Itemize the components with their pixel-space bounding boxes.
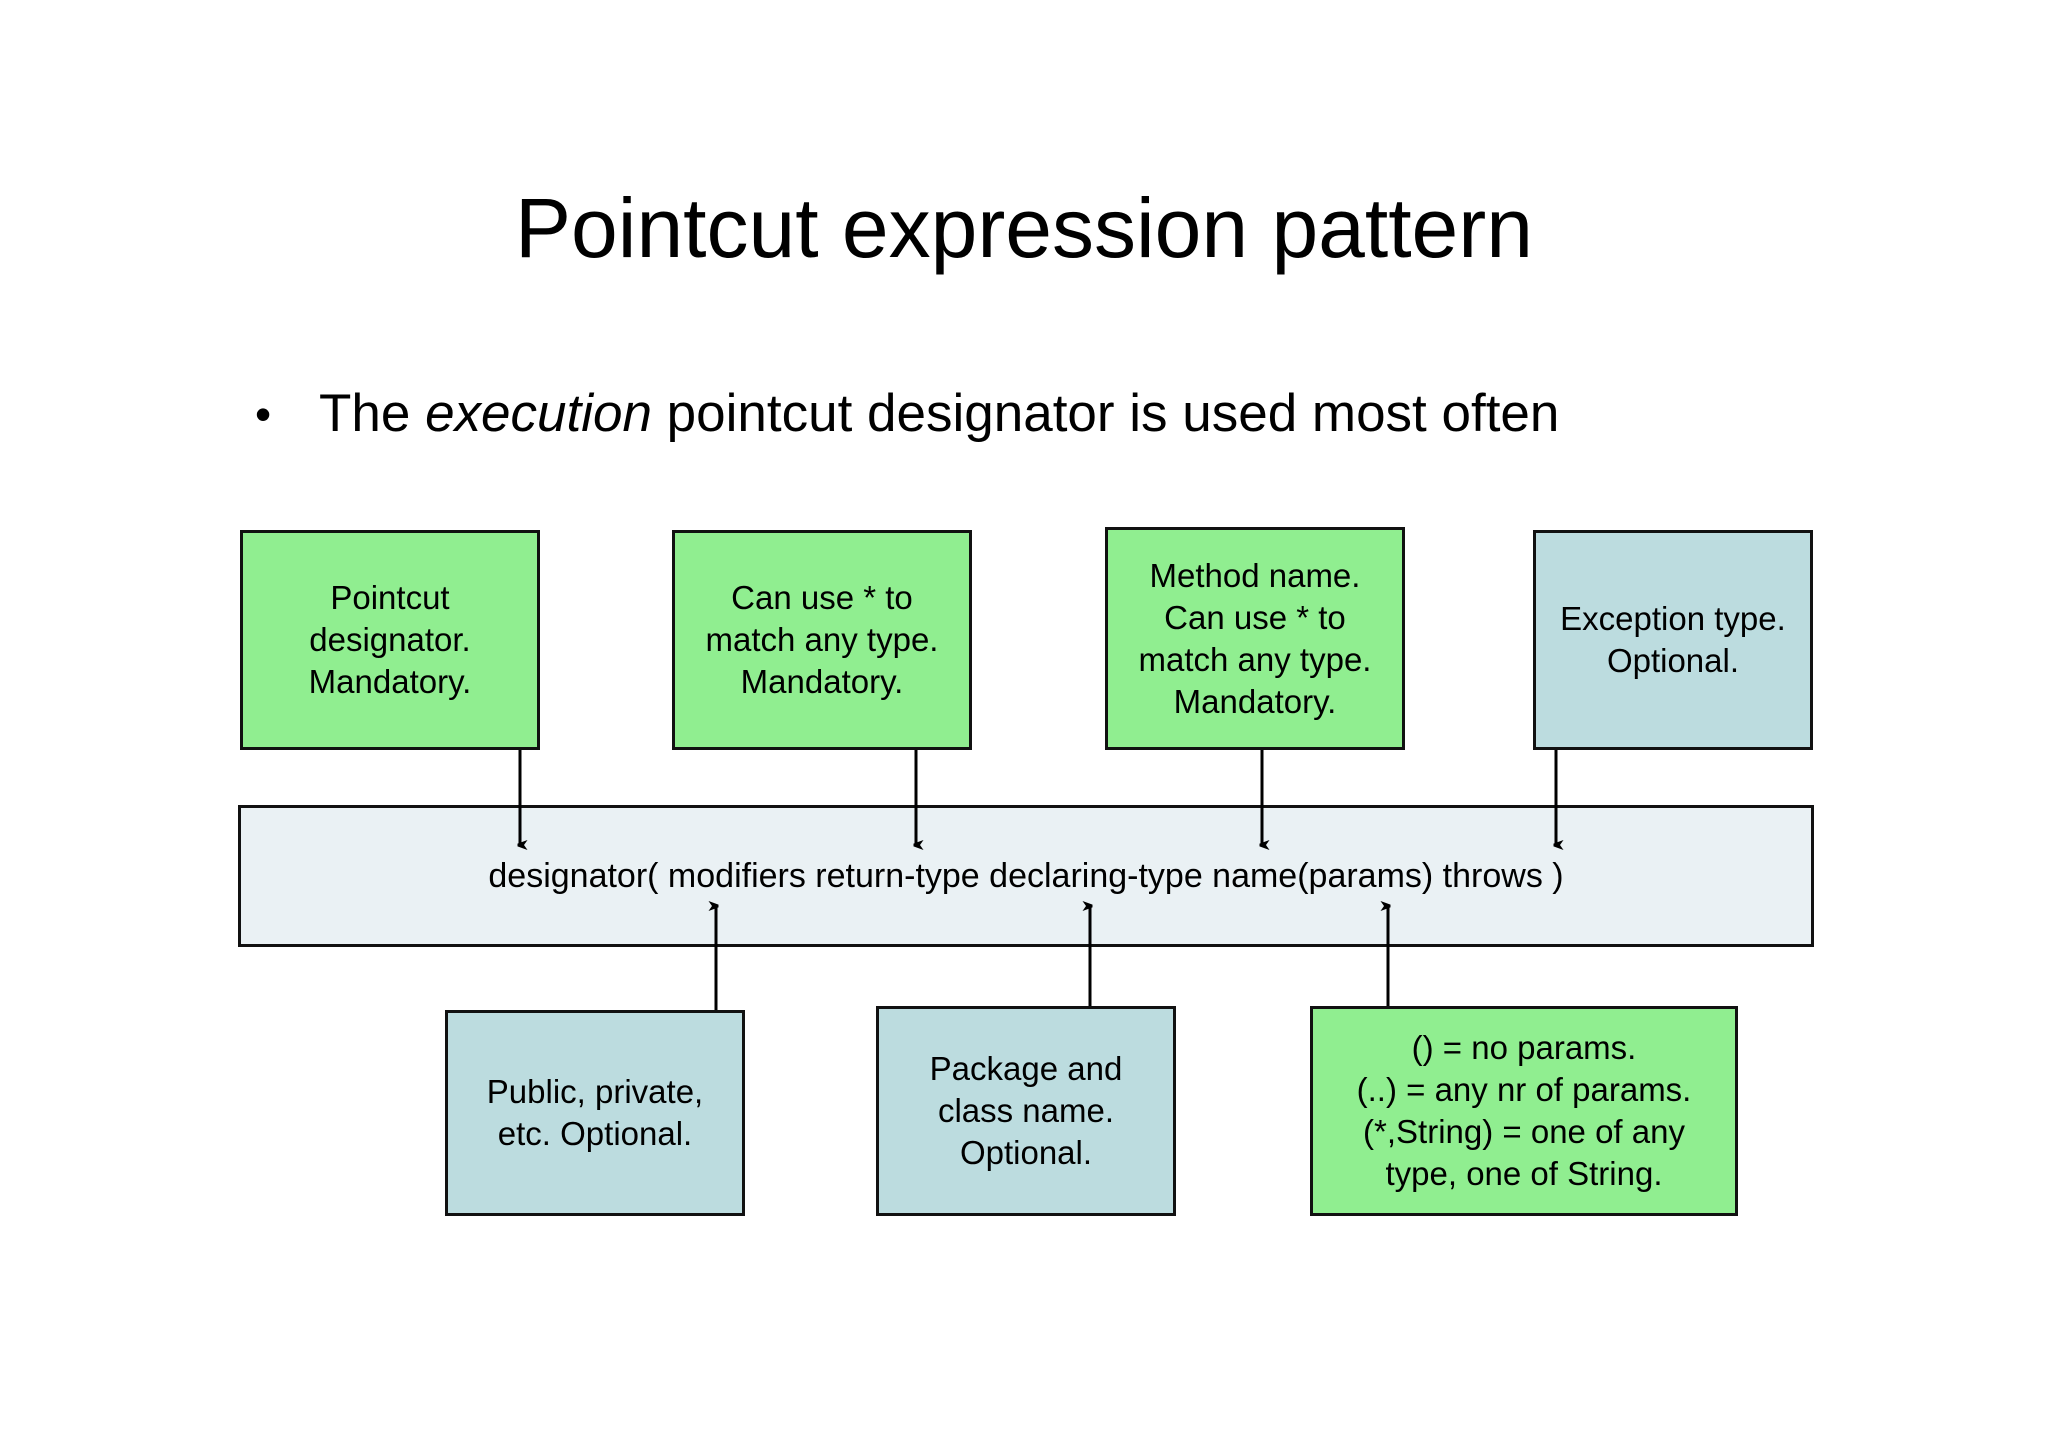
callout-box-params: () = no params. (..) = any nr of params.… bbox=[1310, 1006, 1738, 1216]
callout-box-return-type: Can use * to match any type. Mandatory. bbox=[672, 530, 972, 750]
callout-box-designator: Pointcut designator. Mandatory. bbox=[240, 530, 540, 750]
pattern-expression-bar: designator( modifiers return-type declar… bbox=[238, 805, 1814, 947]
callout-box-modifiers: Public, private, etc. Optional. bbox=[445, 1010, 745, 1216]
callout-box-method-name: Method name. Can use * to match any type… bbox=[1105, 527, 1405, 750]
callout-box-declaring-type: Package and class name. Optional. bbox=[876, 1006, 1176, 1216]
callout-box-exception-type: Exception type. Optional. bbox=[1533, 530, 1813, 750]
page-title: Pointcut expression pattern bbox=[515, 181, 1533, 275]
bullet-marker: • bbox=[255, 388, 272, 440]
bullet-emphasis: execution bbox=[425, 384, 652, 443]
bullet-text-after: pointcut designator is used most often bbox=[651, 384, 1560, 443]
bullet-line: • The execution pointcut designator is us… bbox=[255, 382, 1955, 446]
bullet-text-before: The bbox=[319, 384, 426, 443]
